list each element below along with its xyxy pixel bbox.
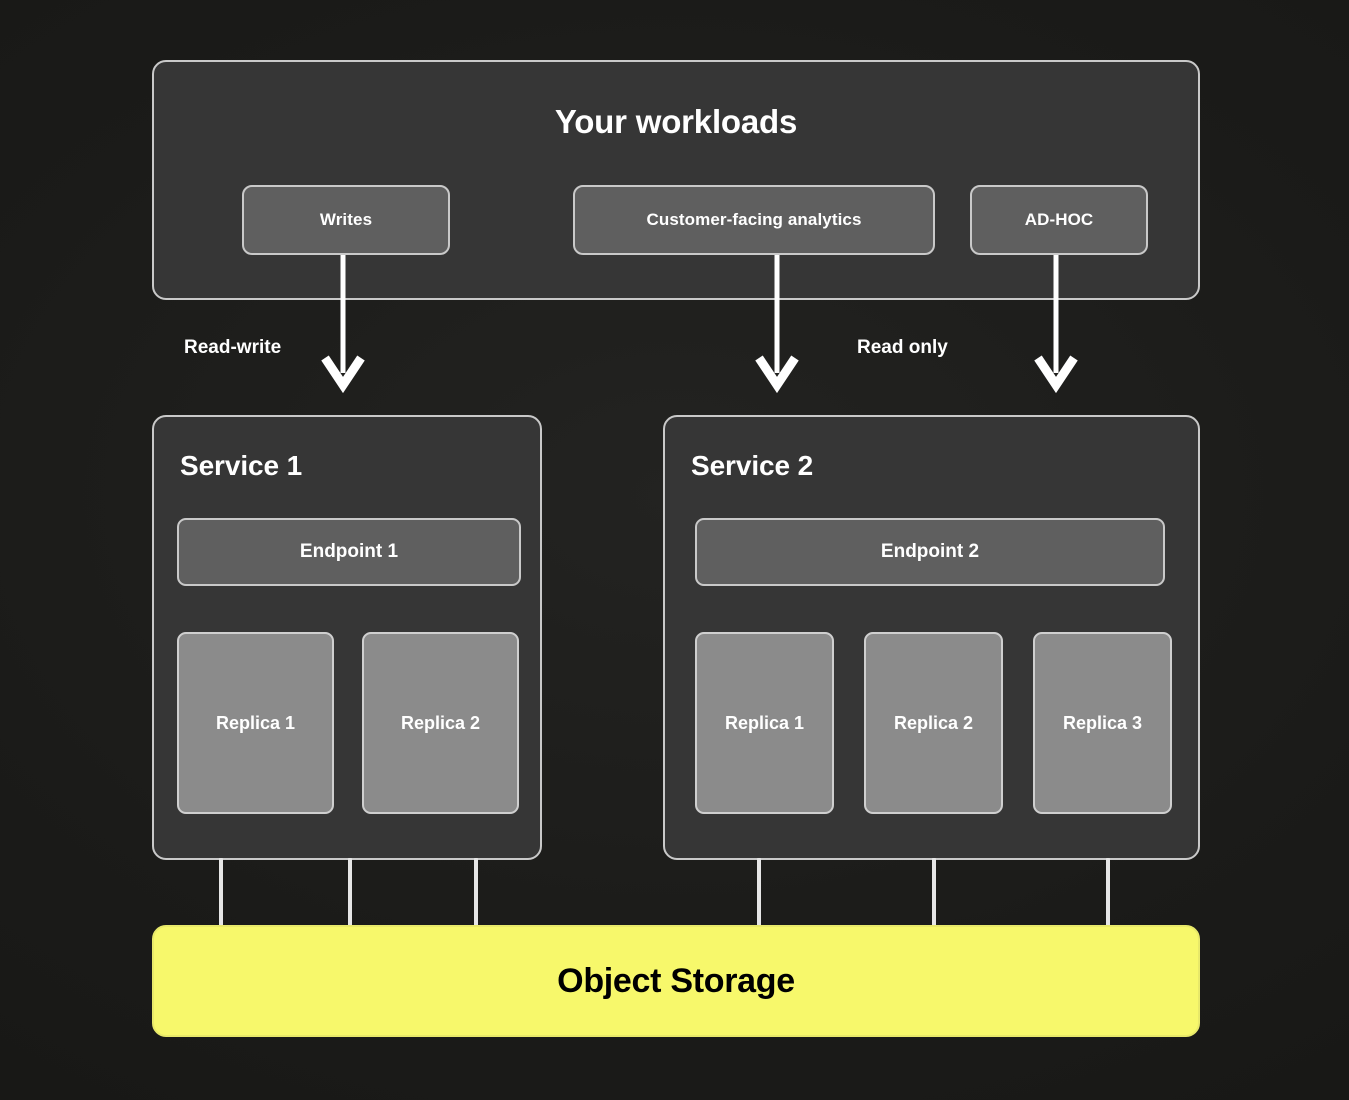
replica-tile[interactable]: Replica 1 xyxy=(177,632,334,814)
connector-service2-a xyxy=(757,858,761,927)
workload-chip-writes[interactable]: Writes xyxy=(242,185,450,255)
edge-label-read-write: Read-write xyxy=(184,337,282,358)
replica-tile[interactable]: Replica 2 xyxy=(362,632,519,814)
service-1-title: Service 1 xyxy=(180,450,303,481)
connector-service2-b xyxy=(932,858,936,927)
workload-chip-analytics[interactable]: Customer-facing analytics xyxy=(573,185,935,255)
workload-chip-adhoc[interactable]: AD-HOC xyxy=(970,185,1148,255)
service-1-endpoint[interactable]: Endpoint 1 xyxy=(177,518,521,586)
replica-tile[interactable]: Replica 3 xyxy=(1033,632,1172,814)
service-1-panel: Service 1 Endpoint 1 Replica 1 Replica 2 xyxy=(152,415,542,860)
service-2-replica-group: Replica 1 Replica 2 Replica 3 xyxy=(695,632,1172,814)
object-storage-panel[interactable]: Object Storage xyxy=(152,925,1200,1037)
connector-service2-c xyxy=(1106,858,1110,927)
workloads-title: Your workloads xyxy=(554,103,798,140)
workloads-panel: Your workloads Writes Customer-facing an… xyxy=(152,60,1200,300)
service-1-replica-group: Replica 1 Replica 2 xyxy=(177,632,519,814)
connector-service1-a xyxy=(219,858,223,927)
service-2-panel: Service 2 Endpoint 2 Replica 1 Replica 2… xyxy=(663,415,1200,860)
connector-service1-b xyxy=(348,858,352,927)
object-storage-label: Object Storage xyxy=(557,961,795,1000)
replica-tile[interactable]: Replica 2 xyxy=(864,632,1003,814)
edge-label-read-only: Read only xyxy=(857,337,948,358)
connector-service1-c xyxy=(474,858,478,927)
service-2-title: Service 2 xyxy=(691,450,814,481)
replica-tile[interactable]: Replica 1 xyxy=(695,632,834,814)
service-2-endpoint[interactable]: Endpoint 2 xyxy=(695,518,1165,586)
